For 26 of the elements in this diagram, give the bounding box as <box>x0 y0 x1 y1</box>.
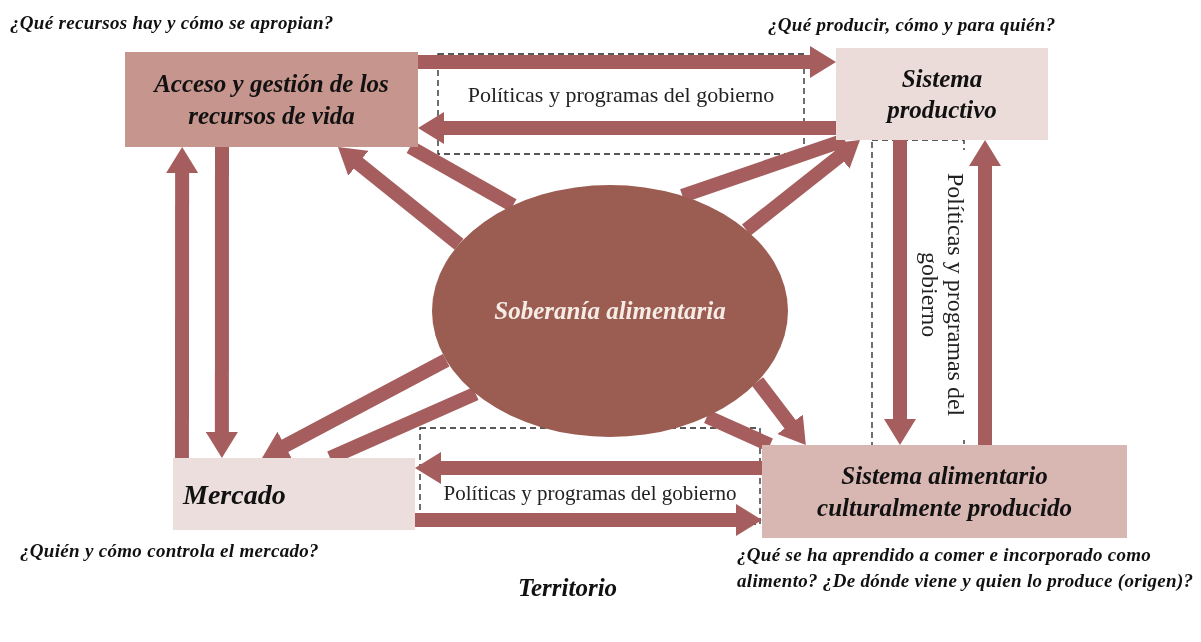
node-title: Sistema alimentario culturalmente producido <box>816 461 1073 523</box>
arrow <box>338 147 464 250</box>
question-text: ¿Qué producir, cómo y para quién? <box>768 13 1057 37</box>
arrow <box>205 147 238 458</box>
question-text: ¿Quién y cómo controla el mercado? <box>20 539 320 563</box>
arrow <box>418 46 836 78</box>
arrow <box>415 452 762 484</box>
node-title: Acceso y gestión de los recursos de vida <box>152 69 390 131</box>
node-title: Soberanía alimentaria <box>494 296 726 327</box>
territory-label: Territorio <box>518 574 618 602</box>
arrow <box>166 147 199 459</box>
question-text: ¿Qué se ha aprendido a comer e incorporado como alimento? ¿De dónde viene y quien lo produce (origen)? <box>737 543 1195 593</box>
process-box <box>836 48 1048 140</box>
arrow <box>742 140 860 236</box>
arrow <box>415 503 762 536</box>
node-title: Sistema productivo <box>884 63 998 125</box>
process-box <box>125 52 418 147</box>
arrow <box>969 140 1002 445</box>
arrow <box>883 140 916 445</box>
arrow <box>752 377 806 445</box>
process-box <box>173 458 415 530</box>
arrow <box>418 112 836 144</box>
question-text: ¿Qué recursos hay y cómo se apropian? <box>10 11 335 35</box>
node-title: Mercado <box>183 477 286 512</box>
arrow <box>262 354 450 460</box>
process-box <box>762 445 1127 538</box>
